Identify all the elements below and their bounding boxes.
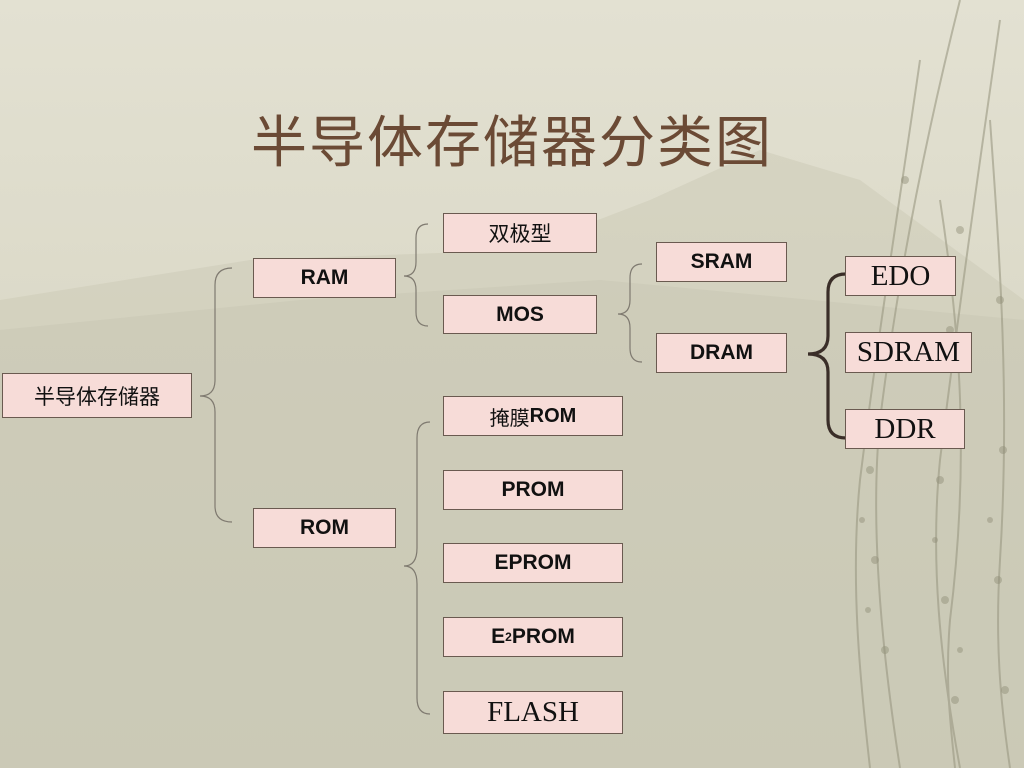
node-ddr: DDR [845, 409, 965, 449]
node-bipolar: 双极型 [443, 213, 597, 253]
brace-rom [403, 421, 431, 715]
node-rom: ROM [253, 508, 396, 548]
node-sdram: SDRAM [845, 332, 972, 373]
node-flash: FLASH [443, 691, 623, 734]
mask-rom-prefix: 掩膜 [489, 405, 530, 430]
brace-dram [807, 272, 847, 440]
node-ram: RAM [253, 258, 396, 298]
brace-root [199, 267, 233, 523]
mask-rom-suffix: ROM [529, 404, 577, 427]
e2prom-e: E [491, 625, 506, 648]
node-dram: DRAM [656, 333, 787, 373]
node-edo: EDO [845, 256, 956, 296]
mountain-shape [0, 150, 1024, 768]
e2prom-rest: PROM [511, 625, 575, 648]
brace-ram [403, 223, 429, 327]
node-semiconductor-memory: 半导体存储器 [2, 373, 192, 418]
node-sram: SRAM [656, 242, 787, 282]
node-eprom: EPROM [443, 543, 623, 583]
brace-mos [617, 263, 643, 363]
node-prom: PROM [443, 470, 623, 510]
mountain-shape-far [0, 280, 1024, 768]
page-title: 半导体存储器分类图 [251, 111, 773, 176]
node-mos: MOS [443, 295, 597, 334]
